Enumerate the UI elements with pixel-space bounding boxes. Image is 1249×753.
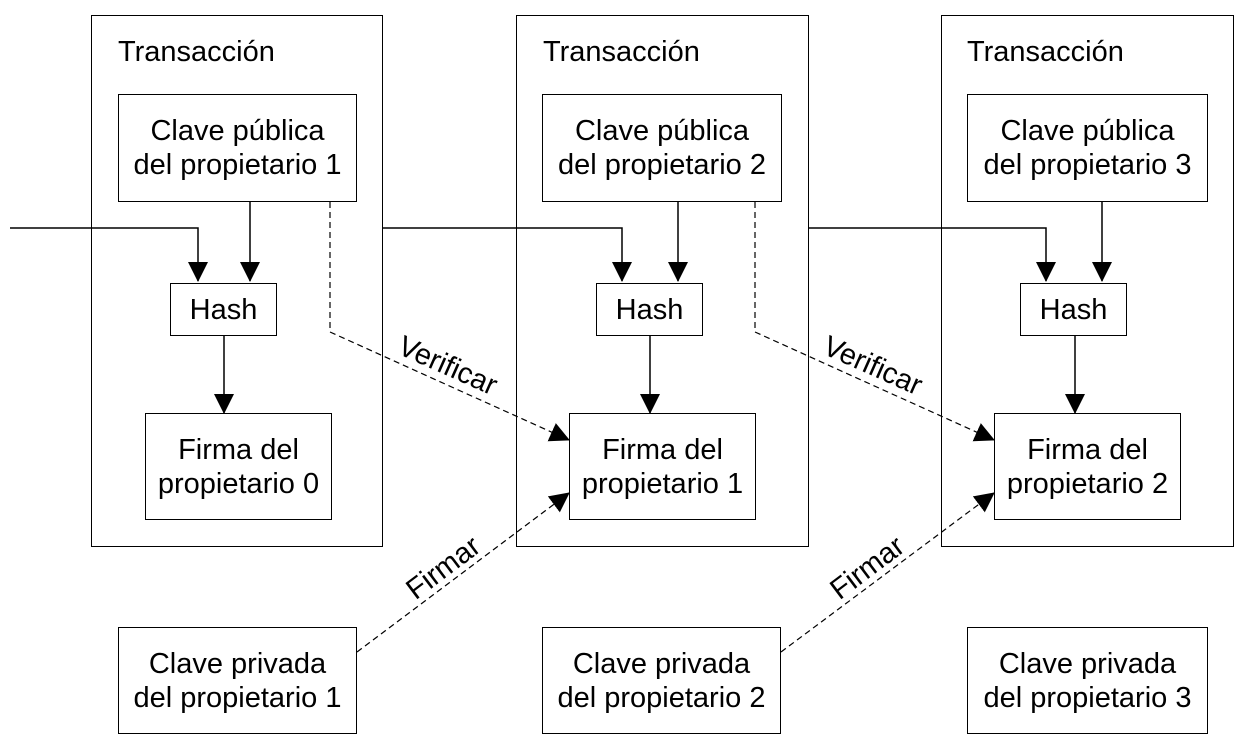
signature-box-0: Firma del propietario 0 (145, 413, 332, 520)
signature-1-line-2: propietario 1 (581, 467, 744, 500)
hash-1-label: Hash (189, 293, 258, 326)
signature-0-line-2: propietario 0 (157, 467, 320, 500)
incoming-link-to-hash-1 (10, 227, 208, 282)
public-key-box-1: Clave pública del propietario 1 (118, 94, 357, 202)
tx-2-to-hash-3-link (808, 227, 1056, 282)
public-key-3-line-1: Clave pública (1000, 115, 1175, 147)
signature-2-line-2: propietario 2 (1006, 467, 1169, 500)
public-key-2-line-2: del propietario 2 (558, 149, 766, 181)
transaction-frame-1 (91, 15, 383, 547)
signature-0-line-1: Firma del (178, 433, 299, 466)
transaction-frame-3 (941, 15, 1234, 547)
signature-1-line-1: Firma del (602, 433, 723, 466)
hash-box-2: Hash (596, 283, 703, 336)
hash-2-label: Hash (615, 293, 684, 326)
private-key-3-line-1: Clave privada (998, 647, 1177, 680)
signature-box-2: Firma del propietario 2 (994, 413, 1181, 520)
public-key-3-line-2: del propietario 3 (983, 149, 1192, 181)
public-key-box-2: Clave pública del propietario 2 (542, 94, 782, 202)
private-key-3-line-2: del propietario 3 (983, 681, 1192, 714)
sign-1-dashed-arrow (356, 492, 570, 653)
sign-2-dashed-arrow (780, 492, 995, 653)
signature-2-line-1: Firma del (1027, 433, 1148, 466)
private-key-box-1: Clave privada del propietario 1 (118, 627, 357, 734)
private-key-1-line-2: del propietario 1 (133, 681, 342, 714)
private-key-box-2: Clave privada del propietario 2 (542, 627, 781, 734)
hash-box-1: Hash (170, 283, 277, 336)
transaction-frame-2 (516, 15, 809, 547)
public-key-2-line-1: Clave pública (574, 115, 750, 147)
private-key-box-3: Clave privada del propietario 3 (967, 627, 1208, 734)
private-key-2-line-1: Clave privada (572, 647, 751, 680)
tx-1-to-hash-2-link (383, 227, 632, 282)
verify-2-dashed-arrow (754, 202, 995, 442)
private-key-1-line-1: Clave privada (148, 647, 327, 680)
public-key-box-3: Clave pública del propietario 3 (967, 94, 1208, 202)
transaction-title-1: Transacción (118, 36, 275, 68)
hash-3-label: Hash (1039, 293, 1108, 326)
transaction-title-2: Transacción (543, 36, 700, 68)
public-key-1-line-1: Clave pública (150, 115, 325, 147)
private-key-2-line-2: del propietario 2 (557, 681, 766, 714)
hash-box-3: Hash (1020, 283, 1127, 336)
verify-1-dashed-arrow (329, 202, 570, 442)
transaction-title-3: Transacción (967, 36, 1124, 68)
signature-box-1: Firma del propietario 1 (569, 413, 756, 520)
public-key-1-line-2: del propietario 1 (133, 149, 342, 181)
